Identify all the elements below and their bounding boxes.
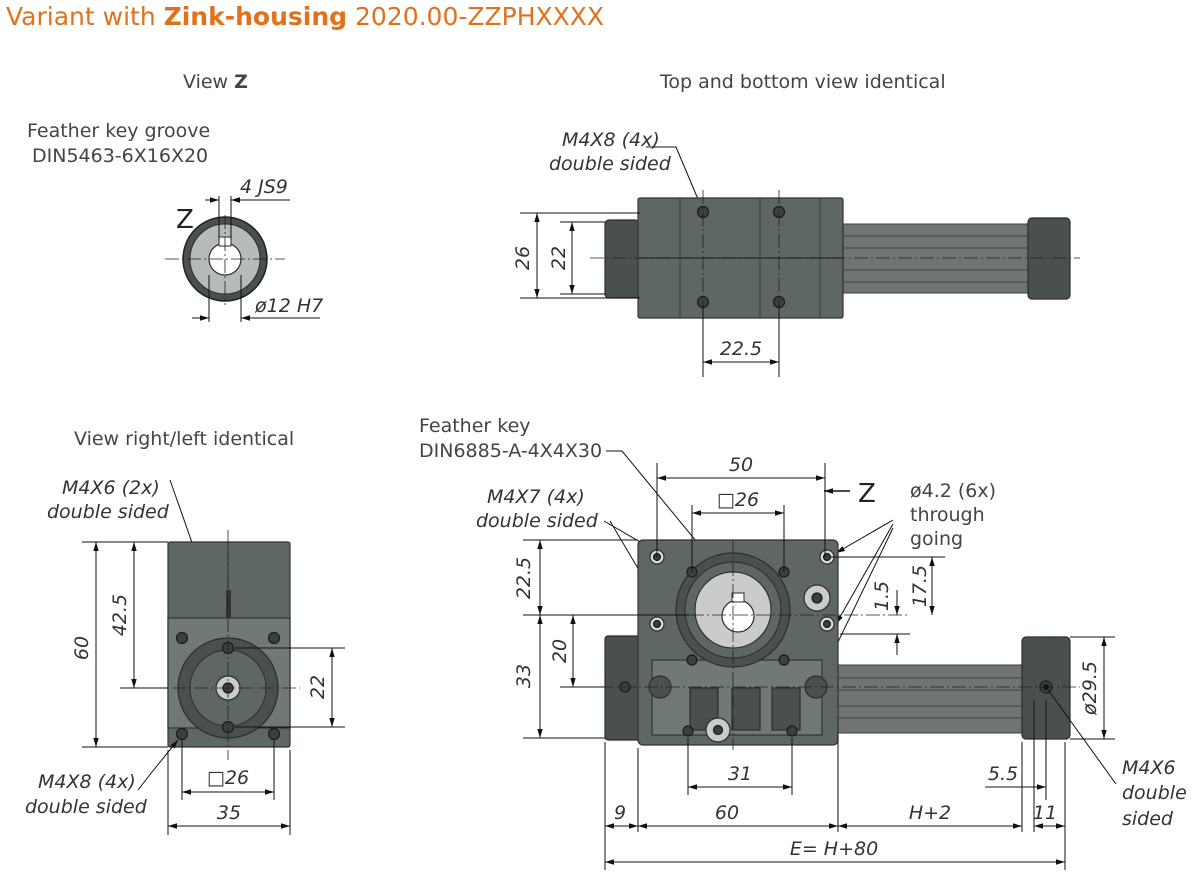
dim-front-end-hole: 5.5 <box>988 763 1018 785</box>
dim-front-upper: 22.5 <box>513 557 535 599</box>
dim-front-top-width: 50 <box>729 454 753 476</box>
front-key-label-line2: DIN6885-A-4X4X30 <box>419 440 602 462</box>
dim-front-body: 60 <box>715 802 739 824</box>
dim-key-width: 4 JS9 <box>240 176 288 198</box>
view-top-title: Top and bottom view identical <box>659 71 946 93</box>
top-thread-label-line2: double sided <box>549 153 672 175</box>
title-material: Zink-housing <box>163 2 348 31</box>
side-thread-top-line1: M4X6 (2x) <box>62 477 160 499</box>
view-side: View right/left identical M4X6 (2x) doub… <box>25 428 345 835</box>
dim-front-end: 11 <box>1033 802 1057 824</box>
front-through-line3: going <box>910 528 963 550</box>
side-thread-top-line2: double sided <box>47 501 170 523</box>
groove-label-line2: DIN5463-6X16X20 <box>32 145 208 167</box>
front-end-thread-line3: sided <box>1122 808 1174 830</box>
side-thread-bottom-line2: double sided <box>25 796 148 818</box>
view-front: Feather key DIN6885-A-4X4X30 M4X7 (4x) d… <box>419 415 1187 870</box>
front-view-body <box>604 539 1071 746</box>
view-z: View Z Feather key groove DIN5463-6X16X2… <box>27 71 323 322</box>
top-view-body <box>604 197 1071 319</box>
dim-front-diameter: ø29.5 <box>1079 661 1101 716</box>
page-title: Variant with Zink-housing 2020.00-ZZPHXX… <box>6 2 604 31</box>
dim-bore: ø12 H7 <box>254 295 323 317</box>
dim-top-height-inner: 22 <box>548 246 570 270</box>
dim-front-square: □26 <box>717 489 759 511</box>
dim-front-offset: 17.5 <box>909 565 931 607</box>
front-end-thread-line2: double <box>1122 782 1187 804</box>
view-top: Top and bottom view identical M4X8 (4x) … <box>512 71 1080 377</box>
view-z-title: View Z <box>183 71 248 93</box>
top-thread-label-line1: M4X8 (4x) <box>562 129 660 151</box>
front-key-label-line1: Feather key <box>419 415 531 437</box>
dim-side-width: 35 <box>217 802 241 824</box>
dim-front-left: 9 <box>614 802 626 824</box>
dim-front-holes: 31 <box>728 763 752 785</box>
front-through-line2: through <box>910 504 985 526</box>
dim-front-lower: 33 <box>513 664 535 688</box>
view-z-marker: Z <box>176 205 194 235</box>
dim-side-holes: 22 <box>307 675 329 699</box>
front-thread-label-line2: double sided <box>476 510 599 532</box>
title-part-number: 2020.00-ZZPHXXXX <box>347 2 605 31</box>
dim-front-total: E= H+80 <box>790 838 878 860</box>
view-side-title: View right/left identical <box>74 428 294 450</box>
dim-front-center: 20 <box>549 639 571 663</box>
side-thread-bottom-line1: M4X8 (4x) <box>38 771 136 793</box>
front-view-z-marker: Z <box>858 479 876 509</box>
groove-label-line1: Feather key groove <box>27 120 210 142</box>
dim-top-hole-spacing: 22.5 <box>720 338 762 360</box>
front-through-line1: ø4.2 (6x) <box>910 480 996 502</box>
dim-side-height: 60 <box>71 636 93 660</box>
dim-top-height-outer: 26 <box>512 246 534 270</box>
dim-side-square: □26 <box>207 767 249 789</box>
dim-front-stroke: H+2 <box>909 802 951 824</box>
front-thread-label-line1: M4X7 (4x) <box>487 486 585 508</box>
dim-side-center: 42.5 <box>109 594 131 636</box>
dim-front-small: 1.5 <box>871 581 893 611</box>
side-view-body <box>167 541 291 748</box>
title-prefix: Variant with <box>6 2 164 31</box>
front-end-thread-line1: M4X6 <box>1122 757 1176 779</box>
